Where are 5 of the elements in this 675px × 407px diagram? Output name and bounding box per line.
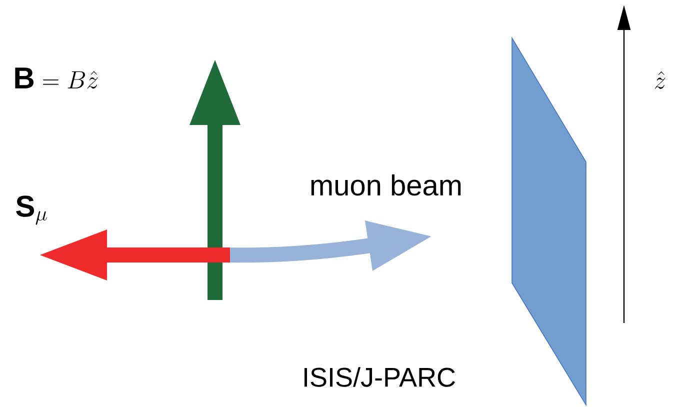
field-label: $\mathbf{B} = B\hat{z}$: [15, 68, 98, 89]
spin-label: $\mathbf{S}_\mu$: [16, 196, 47, 225]
source-label: ISIS/J-PARC: [304, 367, 455, 387]
axis-label: $\hat{z}$: [654, 71, 666, 89]
beam-label: muon beam: [311, 174, 461, 196]
